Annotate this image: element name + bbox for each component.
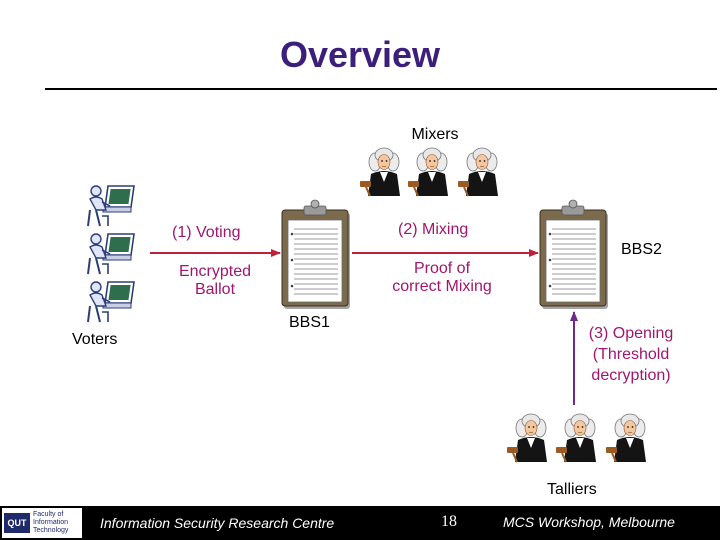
voting-step-label: (1) Voting bbox=[172, 224, 241, 241]
proof-line2: correct Mixing bbox=[392, 278, 492, 295]
encrypted-ballot-line2: Ballot bbox=[194, 281, 236, 298]
title-divider bbox=[45, 88, 717, 90]
voter-icon bbox=[87, 185, 135, 227]
bbs1-clipboard-icon bbox=[281, 199, 351, 310]
logo-line3: Technology bbox=[33, 527, 69, 534]
qut-logo-mark: QUT bbox=[4, 513, 30, 533]
encrypted-ballot-line1: Encrypted bbox=[178, 263, 252, 280]
opening-line3: decryption) bbox=[591, 367, 671, 384]
bbs2-clipboard-icon bbox=[539, 199, 609, 310]
tallier-judge-icon bbox=[506, 413, 548, 463]
slide-title: Overview bbox=[279, 34, 441, 75]
tallier-judge-icon bbox=[555, 413, 597, 463]
opening-line1: (3) Opening bbox=[588, 325, 674, 342]
mixer-judge-icon bbox=[457, 147, 499, 197]
footer-page-number: 18 bbox=[441, 513, 457, 530]
bbs1-label: BBS1 bbox=[289, 314, 330, 331]
voter-icon bbox=[87, 233, 135, 275]
opening-line2: (Threshold bbox=[592, 346, 670, 363]
footer-event: MCS Workshop, Melbourne bbox=[503, 514, 675, 530]
qut-logo: QUT Faculty of Information Technology bbox=[2, 508, 82, 538]
slide-footer: QUT Faculty of Information Technology In… bbox=[0, 506, 720, 540]
voter-icon bbox=[87, 281, 135, 323]
overview-diagram bbox=[87, 147, 647, 463]
logo-line2: Information bbox=[33, 519, 69, 526]
mixer-judge-icon bbox=[407, 147, 449, 197]
encrypted-ballot-label: Encrypted Ballot bbox=[160, 263, 270, 299]
mixing-step-label: (2) Mixing bbox=[398, 221, 469, 238]
qut-logo-text: Faculty of Information Technology bbox=[33, 511, 68, 535]
opening-step-label: (3) Opening (Threshold decryption) bbox=[566, 323, 696, 386]
logo-line1: Faculty of bbox=[33, 511, 64, 518]
tallier-judge-icon bbox=[605, 413, 647, 463]
mixer-judge-icon bbox=[359, 147, 401, 197]
proof-line1: Proof of bbox=[413, 260, 471, 277]
proof-of-mixing-label: Proof of correct Mixing bbox=[372, 260, 512, 296]
mixers-label: Mixers bbox=[411, 126, 459, 143]
talliers-label: Talliers bbox=[547, 481, 597, 498]
bbs2-label: BBS2 bbox=[621, 241, 662, 258]
voters-label: Voters bbox=[72, 331, 118, 348]
footer-centre-name: Information Security Research Centre bbox=[100, 515, 335, 531]
